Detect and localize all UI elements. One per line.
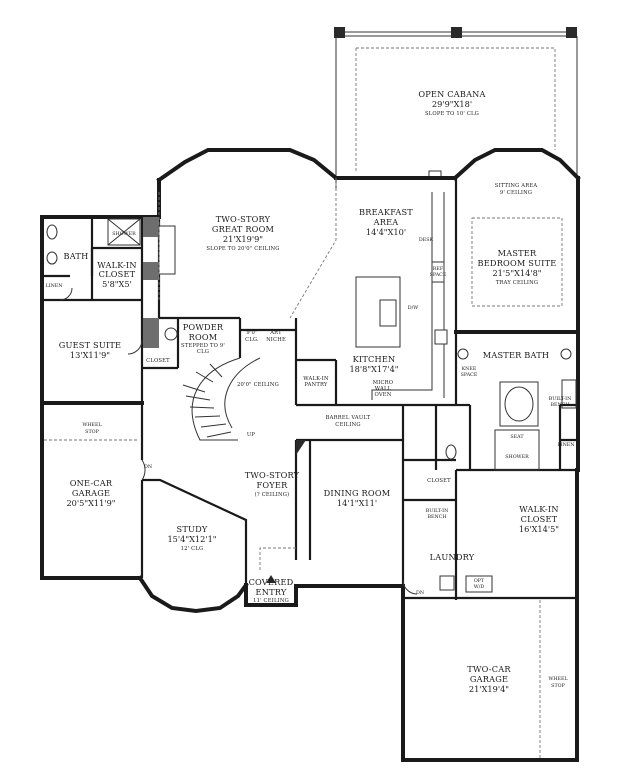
linen-master-label: LINEN [558, 442, 575, 448]
exterior-walls [40, 148, 581, 762]
walk-in-closet-small-size: 5'8"X5' [102, 279, 132, 289]
covered-entry-note: 11' CEILING [253, 598, 289, 604]
master-bedroom-size: 21'5"X14'8" [492, 268, 541, 278]
dw-label: D/W [408, 305, 418, 311]
barrel-vault-label-1: BARREL VAULT [326, 415, 371, 421]
shower-master-label: SHOWER [505, 454, 529, 460]
one-car-garage-label-2: GARAGE [72, 488, 110, 498]
sitting-area-label: SITTING AREA [495, 183, 538, 189]
closet-mid-label: CLOSET [427, 478, 451, 484]
dn-label: DN [144, 464, 152, 470]
bath-label: BATH [64, 251, 89, 261]
master-bedroom-label-2: BEDROOM SUITE [478, 258, 557, 268]
powder-room-label-2: ROOM [189, 332, 218, 342]
seat-label: SEAT [510, 434, 524, 440]
one-car-garage-label-1: ONE-CAR [70, 478, 113, 488]
opt-wd-label-1: OPT [474, 578, 485, 584]
clg-9-label-1: 9'0" [246, 330, 257, 336]
breakfast-label-2: AREA [373, 217, 399, 227]
two-car-garage-label-1: TWO-CAR [467, 664, 511, 674]
great-room-note: SLOPE TO 20'0" CEILING [206, 246, 279, 252]
open-cabana-note: SLOPE TO 10' CLG [425, 111, 479, 117]
study-note: 12' CLG [181, 546, 204, 552]
covered-entry-label-2: ENTRY [256, 587, 287, 597]
room-labels: OPEN CABANA 29'9"X18' SLOPE TO 10' CLG T… [46, 89, 575, 694]
walk-in-closet-master-size: 16'X14'5" [519, 524, 559, 534]
master-bath-label: MASTER BATH [483, 350, 549, 360]
laundry-label: LAUNDRY [430, 552, 475, 562]
clg-9-label-2: CLG. [245, 337, 259, 343]
open-cabana-label: OPEN CABANA [418, 89, 485, 99]
ref-space-label-2: SPACE [430, 272, 447, 278]
open-cabana-area [334, 27, 578, 190]
knee-space-label-2: SPACE [461, 372, 478, 378]
ref-space-label-1: REF [433, 266, 444, 272]
foyer-note: (? CEILING) [255, 491, 290, 498]
cabana-column-left [334, 27, 345, 38]
walk-in-closet-master-label-2: CLOSET [521, 514, 558, 524]
micro-wall-oven-label-1: MICRO [373, 380, 394, 386]
two-car-garage-size: 21'X19'4" [469, 684, 509, 694]
wheel-stop-right-label-2: STOP [551, 683, 565, 689]
ceiling-20-label: 20'0" CEILING [237, 382, 279, 388]
opt-wd-label-2: W/D [474, 584, 485, 590]
micro-wall-oven-label-3: OVEN [374, 392, 391, 398]
foyer-label-2: FOYER [257, 480, 289, 490]
linen-left-label: LINEN [46, 283, 63, 289]
kitchen-size: 18'8"X17'4" [349, 364, 398, 374]
walk-in-pantry-label-1: WALK-IN [303, 376, 329, 382]
built-in-bench-laundry-label-2: BENCH [427, 514, 446, 520]
one-car-garage-size: 20'5"X11'9" [66, 498, 115, 508]
interior-walls [40, 178, 580, 600]
master-bedroom-note: TRAY CEILING [496, 280, 538, 286]
sitting-area-note: 9' CEILING [500, 190, 532, 196]
powder-room-note-1: STEPPED TO 9' [181, 343, 225, 349]
knee-space-label-1: KNEE [462, 366, 477, 372]
study-label: STUDY [177, 524, 208, 534]
great-room-label-1: TWO-STORY [216, 214, 271, 224]
powder-room-note-2: CLG [197, 349, 209, 355]
barrel-vault-label-2: CEILING [335, 422, 360, 428]
great-room-size: 21'X19'9" [223, 234, 263, 244]
foyer-label-1: TWO-STORY [245, 470, 300, 480]
covered-entry-label-1: COVERED [249, 577, 294, 587]
master-bedroom-label-1: MASTER [498, 248, 537, 258]
desk-label: DESK [419, 237, 434, 243]
up-label: UP [247, 432, 256, 438]
breakfast-label-1: BREAKFAST [359, 207, 413, 217]
built-in-bench-mb-label-1: BUILT-IN [549, 396, 572, 402]
micro-wall-oven-label-2: WALL [375, 386, 392, 392]
study-size: 15'4"X12'1" [167, 534, 216, 544]
fixtures [44, 192, 577, 758]
powder-room-label-1: POWDER [183, 322, 224, 332]
cabana-column-middle [451, 27, 462, 38]
guest-suite-size: 13'X11'9" [70, 350, 110, 360]
walk-in-pantry-label-2: PANTRY [304, 382, 328, 388]
closet-left-label: CLOSET [146, 358, 170, 364]
cabana-column-right [566, 27, 577, 38]
walk-in-closet-master-label-1: WALK-IN [519, 504, 558, 514]
built-in-bench-mb-label-2: BENCH [550, 402, 569, 408]
built-in-bench-laundry-label-1: BUILT-IN [426, 508, 449, 514]
dn-garage-label: DN [416, 590, 424, 596]
dining-room-size: 14'1"X11' [337, 498, 377, 508]
two-car-garage-label-2: GARAGE [470, 674, 508, 684]
breakfast-size: 14'4"X10' [366, 227, 406, 237]
art-niche-label-2: NICHE [266, 337, 286, 343]
wheel-stop-right-label-1: WHEEL [548, 676, 568, 682]
walk-in-closet-small-label-1: WALK-IN [97, 260, 136, 270]
dining-room-label: DINING ROOM [324, 488, 391, 498]
kitchen-label: KITCHEN [353, 354, 396, 364]
open-cabana-size: 29'9"X18' [432, 99, 472, 109]
wheel-stop-left-label-2: STOP [85, 429, 99, 435]
art-niche-label-1: ART [269, 330, 282, 336]
walk-in-closet-small-label-2: CLOSET [99, 269, 136, 279]
guest-suite-label: GUEST SUITE [59, 340, 121, 350]
wheel-stop-left-label-1: WHEEL [82, 422, 102, 428]
shower-small-label: SHOWER [112, 231, 136, 237]
great-room-label-2: GREAT ROOM [212, 224, 274, 234]
